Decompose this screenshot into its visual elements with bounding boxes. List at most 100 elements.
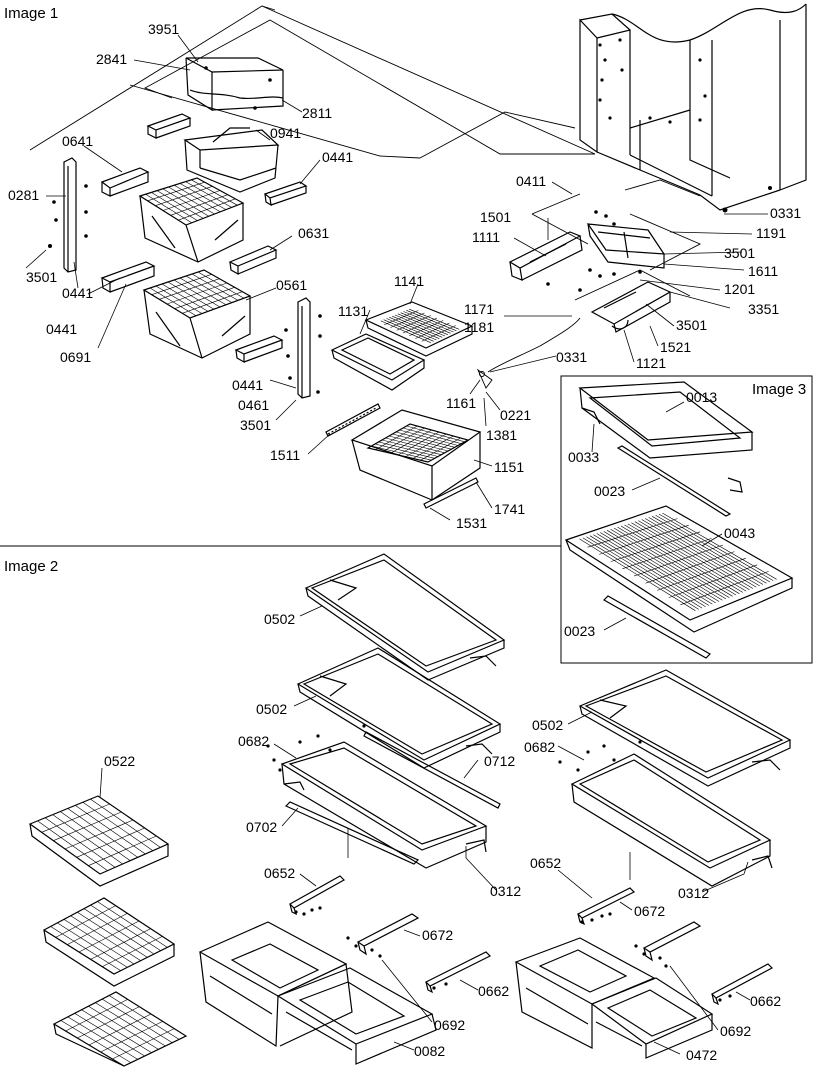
label-0502-a: 0502 [264,611,295,627]
shelf-frame-0682-right [570,753,773,887]
label-0502-b: 0502 [256,701,287,717]
pan-0941 [183,127,280,193]
label-0082: 0082 [414,1043,445,1059]
label-0652-a: 0652 [264,865,295,881]
wire-basket-lower [142,269,252,359]
drawer-pair-0472 [514,937,714,1059]
label-0631: 0631 [298,225,329,241]
label-2841: 2841 [96,51,127,67]
label-1141: 1141 [394,273,424,289]
label-3501-b: 3501 [240,417,271,433]
label-0522: 0522 [104,753,135,769]
bracket-1611 [586,223,666,269]
label-1111: 1111 [472,229,500,245]
label-0441-c: 0441 [46,321,77,337]
top-shelf-screws [204,66,272,110]
label-0461: 0461 [238,397,269,413]
label-3501-d: 3501 [676,317,707,333]
section-frames [0,375,813,664]
vertical-rail-0281 [63,157,77,273]
label-0652-b: 0652 [530,855,561,871]
slide-rail-0631 [228,245,278,276]
drawer-pair-0082 [198,921,437,1065]
slide-rail-0441-lower [234,335,284,364]
freezer-liner-outline [29,5,596,159]
glass-shelf-0502-right [578,669,792,787]
label-0033: 0033 [568,449,599,465]
cable-1171 [476,317,581,389]
bracket-1501 [508,231,583,281]
pan-1151 [350,409,482,501]
label-0023-b: 0023 [564,623,595,639]
label-0712: 0712 [484,753,515,769]
drawer-slide-0662-right [711,963,773,1006]
slide-rail-0641 [100,167,150,197]
label-2811: 2811 [302,105,332,121]
section-title-image1: Image 1 [4,5,58,22]
label-0312-a: 0312 [490,883,521,899]
drawer-slide-0662-left [424,951,492,994]
label-0043: 0043 [724,525,755,541]
leader-lines-image3 [591,401,723,631]
label-0502-c: 0502 [532,717,563,733]
image2-screws [266,724,732,1002]
label-0472: 0472 [686,1047,717,1063]
label-0221: 0221 [500,407,531,423]
wire-shelf-0522-bottom [52,991,188,1067]
shelf-frame-0682-left [280,741,488,869]
drawer-slide-0652-left [289,875,345,916]
crisper-cover-1141 [364,301,474,357]
right-bracket-screws [546,210,642,292]
label-1181: 1181 [464,319,494,335]
label-0641: 0641 [62,133,93,149]
slide-rail-upper [146,113,192,139]
shelf-grid-0043 [564,505,794,633]
tray-1131 [330,333,426,391]
label-1151: 1151 [494,459,524,475]
label-0331-a: 0331 [556,349,587,365]
label-1611: 1611 [748,263,778,279]
refrigerator-cabinet [579,3,807,211]
top-shelf-assembly [185,57,284,112]
label-0672-a: 0672 [422,927,453,943]
drawer-slide-0672-right [642,921,702,962]
section-title-image2: Image 2 [4,558,58,575]
rail-screws-right [284,314,322,394]
bar-0712 [363,731,501,809]
wire-basket-upper [138,177,245,263]
label-0662-b: 0662 [750,993,781,1009]
rail-0023-lower [603,595,711,659]
label-0281: 0281 [8,187,39,203]
label-1381: 1381 [486,427,517,443]
label-1191: 1191 [756,225,786,241]
label-0441-b: 0441 [62,285,93,301]
slide-rail-0441-right [263,181,308,207]
label-1741: 1741 [494,501,525,517]
vertical-rail-0461 [297,297,311,399]
label-1201: 1201 [724,281,755,297]
glass-shelf-0502-top [304,553,506,681]
label-0682-a: 0682 [238,733,269,749]
label-0013: 0013 [686,389,717,405]
label-0312-b: 0312 [678,885,709,901]
slide-rail-0691 [100,261,156,294]
label-1121: 1121 [636,355,666,371]
label-0662-a: 0662 [478,983,509,999]
bar-0702 [284,801,420,865]
label-0941: 0941 [270,125,301,141]
label-0702: 0702 [246,819,277,835]
label-1531: 1531 [456,515,487,531]
label-1131: 1131 [338,303,368,319]
leader-lines-image1 [25,34,768,521]
liner-outline-right [531,179,702,301]
rail-0023-upper [616,445,732,517]
bracket-1521 [590,281,672,333]
label-0561: 0561 [276,277,307,293]
wire-shelf-0522-mid [42,897,176,987]
label-3951: 3951 [148,21,179,37]
label-3501-c: 3501 [724,245,755,261]
label-0692-a: 0692 [434,1017,465,1033]
label-0682-b: 0682 [524,739,555,755]
part-labels: 3951 2841 2811 0941 0641 0441 0281 0631 … [8,21,801,1063]
